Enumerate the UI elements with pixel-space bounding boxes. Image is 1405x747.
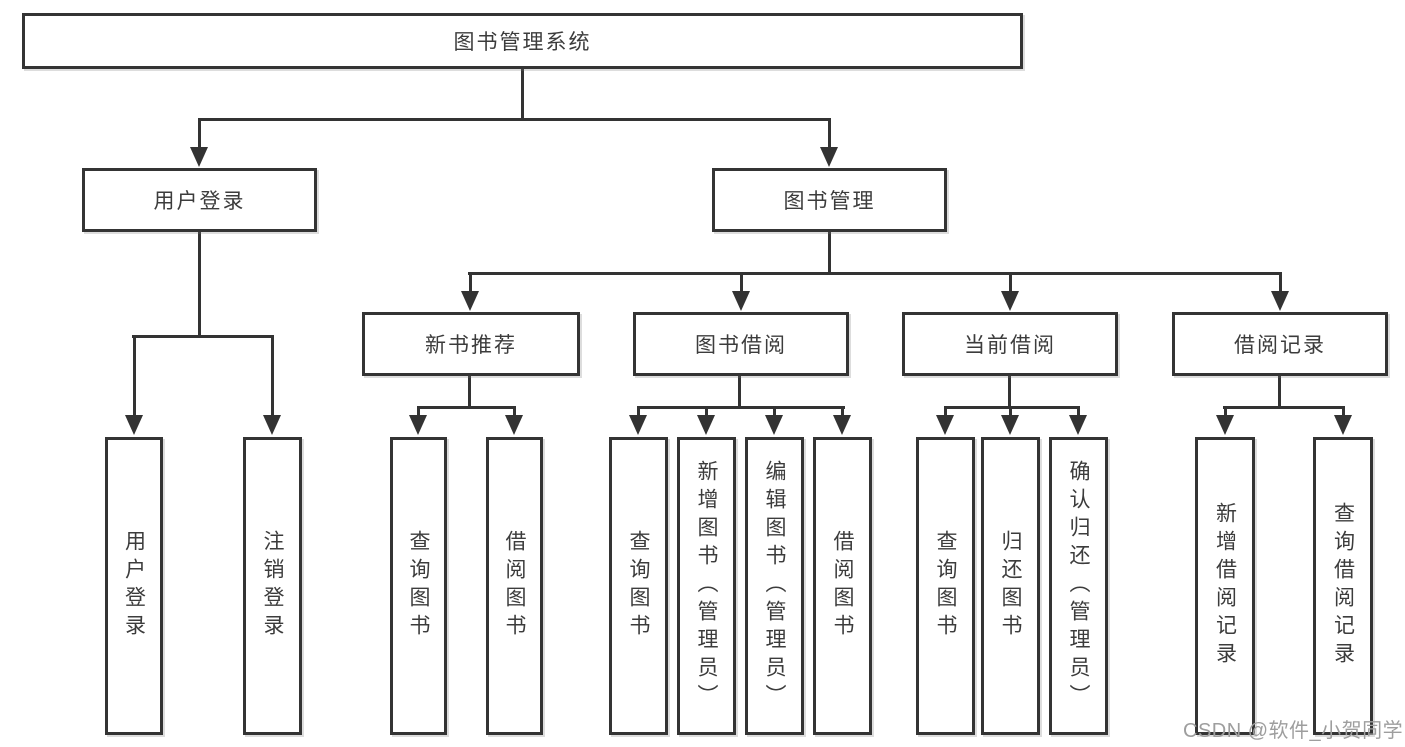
arrow-down-icon bbox=[732, 275, 750, 311]
arrow-down-icon bbox=[697, 409, 715, 435]
leaf-borrow-books-newrec-label: 借阅图书 bbox=[503, 530, 527, 642]
node-current-borrow: 当前借阅 bbox=[902, 312, 1118, 376]
connector-bookmgmt-stub bbox=[828, 232, 831, 275]
connector-root-rail bbox=[198, 118, 831, 121]
arrow-down-icon bbox=[1001, 409, 1019, 435]
arrow-down-icon bbox=[505, 409, 523, 435]
leaf-return-books: 归还图书 bbox=[981, 437, 1040, 735]
leaf-query-borrow-record-label: 查询借阅记录 bbox=[1331, 502, 1355, 670]
leaf-return-books-label: 归还图书 bbox=[999, 530, 1023, 642]
connector-userlogin-stub bbox=[198, 232, 201, 338]
leaf-add-borrow-record: 新增借阅记录 bbox=[1195, 437, 1255, 735]
leaf-confirm-return-admin-label: 确认归还（管理员） bbox=[1067, 460, 1091, 712]
node-book-borrow: 图书借阅 bbox=[633, 312, 849, 376]
arrow-down-icon bbox=[125, 338, 143, 435]
connector-current-rail bbox=[944, 406, 1080, 409]
leaf-edit-books-admin-label: 编辑图书（管理员） bbox=[763, 460, 787, 712]
leaf-borrow-books: 借阅图书 bbox=[813, 437, 872, 735]
leaf-confirm-return-admin: 确认归还（管理员） bbox=[1049, 437, 1108, 735]
arrow-down-icon bbox=[629, 409, 647, 435]
arrow-down-icon bbox=[1069, 409, 1087, 435]
node-user-login: 用户登录 bbox=[82, 168, 317, 232]
leaf-user-login: 用户登录 bbox=[105, 437, 163, 735]
connector-bookmgmt-rail bbox=[468, 272, 1282, 275]
arrow-down-icon bbox=[461, 275, 479, 311]
arrow-down-icon bbox=[820, 118, 838, 167]
node-book-mgmt: 图书管理 bbox=[712, 168, 947, 232]
connector-records-rail bbox=[1223, 406, 1345, 409]
node-book-borrow-label: 图书借阅 bbox=[695, 334, 787, 357]
connector-current-stub bbox=[1008, 376, 1011, 409]
arrow-down-icon bbox=[1001, 275, 1019, 311]
connector-userlogin-rail bbox=[132, 335, 274, 338]
leaf-add-borrow-record-label: 新增借阅记录 bbox=[1213, 502, 1237, 670]
node-borrow-records: 借阅记录 bbox=[1172, 312, 1388, 376]
leaf-logout: 注销登录 bbox=[243, 437, 302, 735]
leaf-edit-books-admin: 编辑图书（管理员） bbox=[745, 437, 804, 735]
node-new-book-rec: 新书推荐 bbox=[362, 312, 580, 376]
arrow-down-icon bbox=[936, 409, 954, 435]
node-current-borrow-label: 当前借阅 bbox=[964, 334, 1056, 357]
leaf-query-books-newrec: 查询图书 bbox=[390, 437, 447, 735]
arrow-down-icon bbox=[190, 118, 208, 167]
connector-records-stub bbox=[1278, 376, 1281, 409]
arrow-down-icon bbox=[409, 409, 427, 435]
connector-borrow-rail bbox=[637, 406, 845, 409]
connector-newbook-rail bbox=[417, 406, 516, 409]
connector-root-stub bbox=[521, 69, 524, 121]
leaf-query-books-borrow-label: 查询图书 bbox=[627, 530, 651, 642]
leaf-query-books-current: 查询图书 bbox=[916, 437, 975, 735]
arrow-down-icon bbox=[1334, 409, 1352, 435]
leaf-add-books-admin-label: 新增图书（管理员） bbox=[695, 460, 719, 712]
node-borrow-records-label: 借阅记录 bbox=[1234, 334, 1326, 357]
leaf-logout-label: 注销登录 bbox=[261, 530, 285, 642]
arrow-down-icon bbox=[765, 409, 783, 435]
leaf-borrow-books-newrec: 借阅图书 bbox=[486, 437, 543, 735]
arrow-down-icon bbox=[833, 409, 851, 435]
leaf-add-books-admin: 新增图书（管理员） bbox=[677, 437, 736, 735]
leaf-borrow-books-label: 借阅图书 bbox=[831, 530, 855, 642]
node-root-label: 图书管理系统 bbox=[453, 31, 592, 54]
leaf-query-borrow-record: 查询借阅记录 bbox=[1313, 437, 1373, 735]
watermark: CSDN @软件_小贺同学 bbox=[1183, 720, 1404, 742]
connector-borrow-stub bbox=[738, 376, 741, 409]
leaf-query-books-borrow: 查询图书 bbox=[609, 437, 668, 735]
leaf-query-books-newrec-label: 查询图书 bbox=[407, 530, 431, 642]
arrow-down-icon bbox=[1271, 275, 1289, 311]
leaf-user-login-label: 用户登录 bbox=[122, 530, 146, 642]
arrow-down-icon bbox=[1216, 409, 1234, 435]
node-user-login-label: 用户登录 bbox=[153, 190, 246, 213]
connector-newbook-stub bbox=[468, 376, 471, 409]
node-book-mgmt-label: 图书管理 bbox=[783, 190, 876, 213]
node-new-book-rec-label: 新书推荐 bbox=[425, 334, 517, 357]
node-root: 图书管理系统 bbox=[22, 13, 1023, 69]
arrow-down-icon bbox=[263, 338, 281, 435]
leaf-query-books-current-label: 查询图书 bbox=[934, 530, 958, 642]
